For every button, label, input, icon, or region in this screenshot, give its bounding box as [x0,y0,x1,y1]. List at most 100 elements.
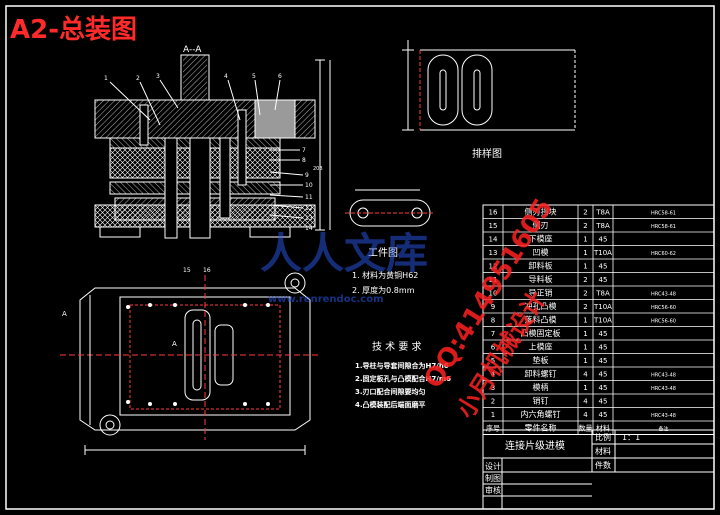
bom-cell-no: 11 [489,276,498,284]
bom-cell-note: HRC56-60 [651,319,676,325]
bom-cell-name: 侧刃挡块 [525,207,557,217]
bom-cell-no: 4 [491,371,496,379]
bom-cell-qty: 4 [583,411,588,419]
bom-cell-name: 凹模 [533,247,549,257]
bom-cell-no: 7 [491,330,495,338]
bom-cell-name: 模柄 [533,382,549,392]
bom-cell-mat: 45 [599,344,608,352]
callout-9: 9 [305,172,309,179]
bom-cell-note: HRC60-62 [651,251,676,257]
bom-cell-no: 10 [489,290,498,298]
bom-cell-qty: 1 [583,344,587,352]
title-block [482,429,715,510]
watermark-site: www.renrendoc.com [268,294,384,305]
bom-cell-name: 下模座 [529,234,553,244]
bom-header-no: 序号 [486,424,500,433]
bom-header-qty: 数量 [579,424,593,433]
bom-cell-qty: 1 [583,357,587,365]
workpiece-drawing [345,189,435,227]
bom-cell-qty: 1 [583,263,587,271]
bom-frame [482,204,715,435]
check-label: 审核 [485,485,501,495]
workpiece-note-1: 1. 材料为黄铜H62 [352,270,418,280]
tech-requirements-title: 技 术 要 求 [372,340,422,353]
bom-header-name: 零件名称 [525,423,557,433]
bom-cell-mat: 45 [599,276,608,284]
bom-cell-note: HRC58-61 [651,224,676,230]
bom-cell-no: 5 [491,357,495,365]
callout-14: 14 [305,225,313,232]
tech-item-1: 1.导柱与导套间隙合为H7/h6 [355,361,449,370]
bom-cell-note: HRC58-61 [651,211,676,217]
callout-10: 10 [305,182,313,189]
bom-cell-qty: 1 [583,249,587,257]
bom-cell-mat: 45 [599,263,608,271]
plan-bolt-holes [126,303,270,406]
callout-8: 8 [302,157,306,164]
section-view: A--A 208 [94,45,331,239]
plan-marker-left: A [62,310,67,318]
bom-cell-no: 1 [491,411,495,419]
bom-cell-name: 卸料螺钉 [525,369,557,379]
bom-cell-mat: 45 [599,236,608,244]
bom-cell-qty: 4 [583,371,588,379]
bom-cell-name: 落料凸模 [525,315,557,325]
material-label: 材料 [595,446,611,456]
bom-cell-name: 上模座 [529,342,553,352]
bom-header-mat: 材料 [596,424,610,433]
bom-cell-no: 8 [491,317,495,325]
bom-cell-qty: 1 [583,384,587,392]
bom-cell-mat: T10A [593,317,612,325]
bom-cell-mat: T10A [593,249,612,257]
bom-cell-no: 2 [491,398,495,406]
bom-cell-qty: 2 [583,222,587,230]
section-callouts: 1 2 3 4 5 6 7 8 9 10 11 12 13 14 [104,73,313,232]
bom-cell-name: 导正销 [529,288,553,298]
bom-cell-note: HRC43-48 [651,413,676,419]
bom-cell-qty: 1 [583,236,587,244]
bom-cell-mat: 45 [599,330,608,338]
workpiece-note-2: 2. 厚度为0.8mm [352,285,415,295]
bom-cell-qty: 1 [583,317,587,325]
bom-cell-name: 冲孔凸模 [525,301,557,311]
section-label: A--A [183,45,202,55]
bom-cell-no: 3 [491,384,495,392]
strip-layout [402,40,576,131]
callout-2: 2 [136,75,140,82]
bom-cell-note: HRC43-48 [651,292,676,298]
watermark-brand: 人人文库 [260,229,428,278]
svg-text:208: 208 [313,166,323,172]
bom-cell-qty: 2 [583,209,587,217]
bom-cell-name: 垫板 [533,355,549,365]
callout-7: 7 [302,147,306,154]
bom-cell-qty: 2 [583,290,587,298]
bom-cell-qty: 2 [583,276,587,284]
bom-cell-mat: 45 [599,357,608,365]
bom-cell-mat: 45 [599,371,608,379]
bom-cell-name: 凸模固定板 [521,328,561,338]
bom-cell-name: 侧刃 [533,220,549,230]
bom-cell-no: 9 [491,303,495,311]
bom-cell-no: 6 [491,344,496,352]
bom-cell-qty: 4 [583,398,588,406]
callout-4: 4 [224,73,228,80]
bom-cell-mat: T8A [595,290,610,298]
bom-cell-no: 14 [489,236,498,244]
bom-cell-name: 内六角螺钉 [521,409,561,419]
strip-layout-label: 排样图 [472,147,502,160]
bom-cell-mat: 45 [599,398,608,406]
count-label: 件数 [595,460,611,470]
draw-label: 制图 [485,473,501,483]
bom-cell-mat: T8A [595,209,610,217]
sheet-title: A2-总装图 [10,15,137,45]
design-label: 设计 [485,461,501,471]
bom-cell-note: HRC56-60 [651,305,676,311]
tech-item-4: 4.凸模装配后端面磨平 [355,400,426,409]
tech-item-3: 3.刃口配合间隙要均匀 [355,387,426,396]
bom-cell-name: 导料板 [529,274,553,284]
drawing-name: 连接片级进模 [505,439,565,452]
bom-cell-no: 15 [489,222,498,230]
